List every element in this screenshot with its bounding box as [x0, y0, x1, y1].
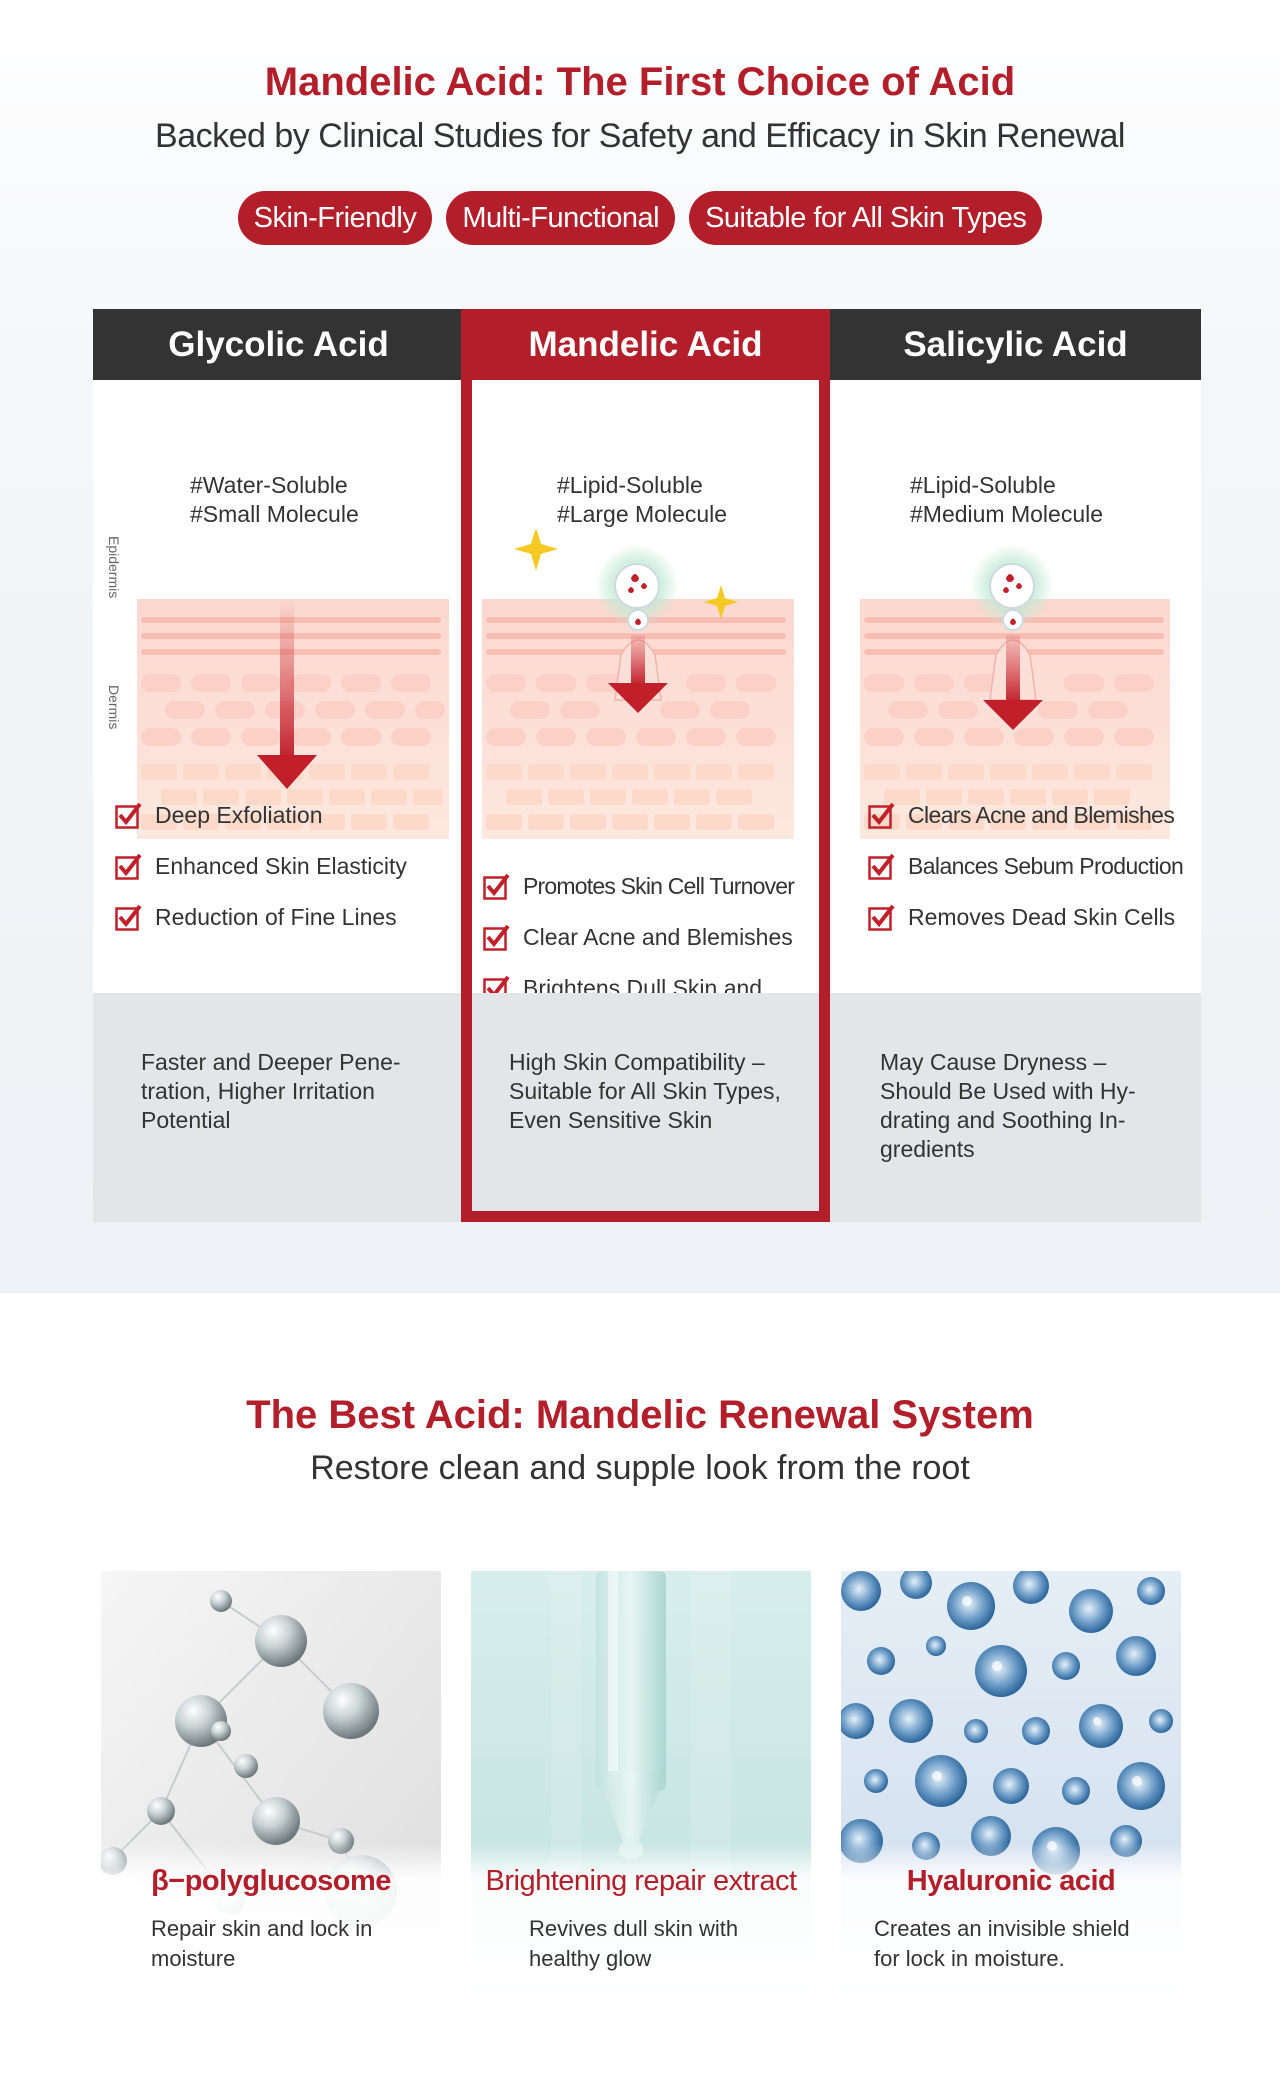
ingredient-card: Hyaluronic acid Creates an invisible shi… — [841, 1571, 1181, 2003]
ingredient-card: Brightening repair extract Revives dull … — [471, 1571, 811, 2003]
tags: #Lipid-Soluble #Medium Molecule — [910, 471, 1280, 529]
footer-note: May Cause Dryness – Should Be Used with … — [880, 1049, 1136, 1162]
card-fade — [101, 1843, 441, 2003]
card-title: Hyaluronic acid — [906, 1865, 1116, 1897]
footer-note: Faster and Deeper Pene- tration, Higher … — [141, 1049, 401, 1133]
skin-layer-diagram — [482, 530, 794, 839]
tag: #Lipid-Soluble — [910, 472, 1056, 498]
column-footer: Faster and Deeper Pene- tration, Higher … — [93, 993, 464, 1222]
section2-title: The Best Acid: Mandelic Renewal System — [246, 1393, 1034, 1437]
benefit-label: Balances Sebum Production — [908, 853, 1184, 879]
ingredient-cards: β−polyglucosome Repair skin and lock in … — [101, 1571, 1181, 2003]
acid-comparison-table: Glycolic Acid #Water-Soluble #Small Mole… — [93, 309, 1201, 1222]
benefit-item: Removes Dead Skin Cells — [868, 903, 1198, 932]
epidermis-label: Epidermis — [106, 536, 122, 599]
checkmark-icon — [868, 854, 895, 880]
benefit-label: Enhanced Skin Elasticity — [155, 853, 407, 879]
tag: #Water-Soluble — [190, 472, 348, 498]
benefit-label: Clear Acne and Blemishes — [523, 924, 793, 950]
benefit-label: Removes Dead Skin Cells — [908, 904, 1176, 930]
benefit-list: Deep Exfoliation Enhanced Skin Elasticit… — [115, 801, 455, 954]
benefit-item: Reduction of Fine Lines — [115, 903, 455, 932]
tag: #Small Molecule — [190, 501, 359, 527]
column-glycolic: Glycolic Acid #Water-Soluble #Small Mole… — [93, 309, 464, 1222]
column-body: #Lipid-Soluble #Large Molecule — [461, 380, 830, 1030]
column-body: #Lipid-Soluble #Medium Molecule — [830, 380, 1201, 993]
column-header: Glycolic Acid — [93, 309, 464, 380]
column-header: Salicylic Acid — [830, 309, 1201, 380]
card-title: Brightening repair extract — [485, 1865, 798, 1897]
card-title: β−polyglucosome — [151, 1865, 391, 1897]
benefit-item: Deep Exfoliation — [115, 801, 455, 830]
checkmark-icon — [483, 925, 510, 951]
checkmark-icon — [868, 803, 895, 829]
checkmark-icon — [483, 874, 510, 900]
footer-note: High Skin Compatibility – Suitable for A… — [509, 1049, 781, 1133]
skin-layer-diagram — [137, 599, 449, 839]
pill-all-skin-types: Suitable for All Skin Types — [689, 191, 1043, 245]
checkmark-icon — [115, 854, 142, 880]
column-salicylic: Salicylic Acid #Lipid-Soluble #Medium Mo… — [830, 309, 1201, 1222]
section-title: Mandelic Acid: The First Choice of Acid — [264, 60, 1016, 104]
pill-multi-functional: Multi-Functional — [446, 191, 676, 245]
benefit-label: Clears Acne and Blemishes — [908, 802, 1175, 828]
column-header: Mandelic Acid — [461, 309, 830, 380]
tags: #Lipid-Soluble #Large Molecule — [557, 471, 926, 529]
card-fade — [471, 1843, 811, 2003]
section2-subtitle: Restore clean and supple look from the r… — [310, 1449, 970, 1487]
dermis-label: Dermis — [106, 685, 122, 730]
ingredient-card: β−polyglucosome Repair skin and lock in … — [101, 1571, 441, 2003]
benefit-label: Reduction of Fine Lines — [155, 904, 397, 930]
tag: #Lipid-Soluble — [557, 472, 703, 498]
card-desc: Revives dull skin with healthy glow — [529, 1916, 739, 1971]
benefit-item: Clears Acne and Blemishes — [868, 801, 1198, 830]
benefit-item: Promotes Skin Cell Turnover — [483, 872, 826, 901]
column-mandelic: Mandelic Acid #Lipid-Soluble #Large Mole… — [461, 309, 830, 1222]
pill-skin-friendly: Skin-Friendly — [237, 191, 433, 245]
card-desc: Repair skin and lock in moisture — [151, 1916, 373, 1971]
card-desc: Creates an invisible shield for lock in … — [874, 1916, 1130, 1971]
section-subtitle: Backed by Clinical Studies for Safety an… — [155, 117, 1125, 155]
column-footer: May Cause Dryness – Should Be Used with … — [830, 993, 1201, 1222]
skin-layer-diagram — [860, 544, 1170, 839]
feature-pills: Skin-Friendly Multi-Functional Suitable … — [0, 191, 1280, 245]
checkmark-icon — [115, 905, 142, 931]
benefit-list: Clears Acne and Blemishes Balances Sebum… — [868, 801, 1198, 954]
checkmark-icon — [868, 905, 895, 931]
benefit-item: Enhanced Skin Elasticity — [115, 852, 455, 881]
benefit-label: Promotes Skin Cell Turnover — [523, 873, 795, 899]
benefit-label: Deep Exfoliation — [155, 802, 323, 828]
tags: #Water-Soluble #Small Molecule — [190, 471, 561, 529]
comparison-section: Mandelic Acid: The First Choice of Acid … — [0, 0, 1280, 1293]
tag: #Medium Molecule — [910, 501, 1104, 527]
card-fade — [841, 1843, 1181, 2003]
tag: #Large Molecule — [557, 501, 728, 527]
column-footer: High Skin Compatibility – Suitable for A… — [461, 993, 830, 1222]
benefit-item: Balances Sebum Production — [868, 852, 1198, 881]
checkmark-icon — [115, 803, 142, 829]
column-body: #Water-Soluble #Small Molecule — [93, 380, 464, 993]
benefit-item: Clear Acne and Blemishes — [483, 923, 826, 952]
